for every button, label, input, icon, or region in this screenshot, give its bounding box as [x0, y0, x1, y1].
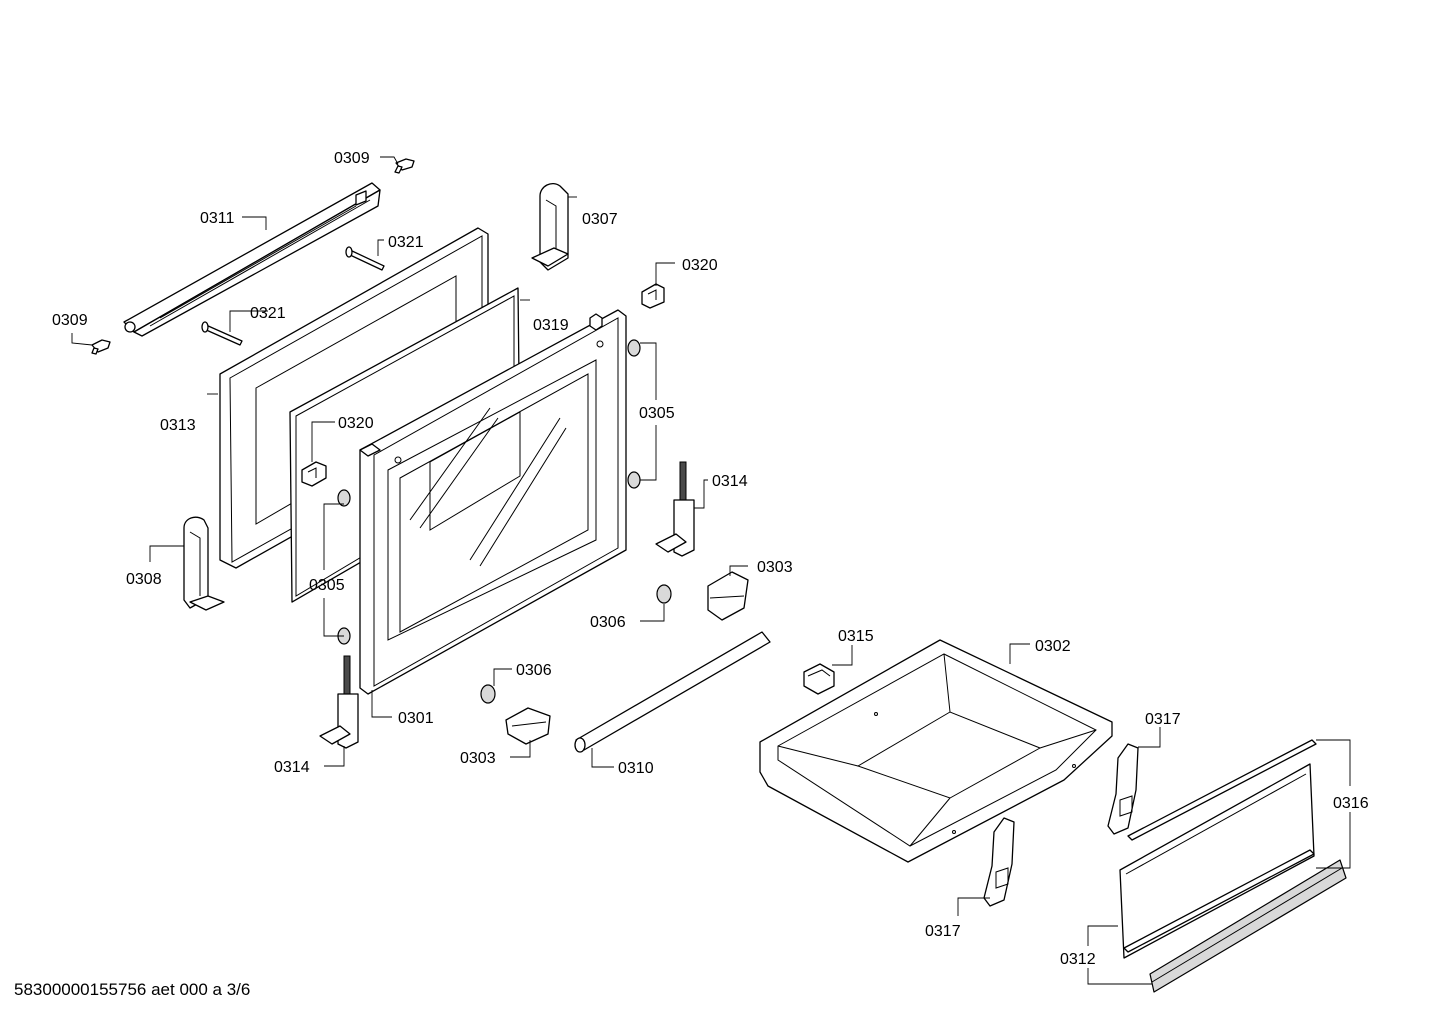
label-0317-right: 0317 — [1145, 711, 1181, 728]
part-0303-clip-right — [707, 571, 749, 621]
label-0307: 0307 — [582, 211, 618, 228]
label-0303-right: 0303 — [757, 559, 793, 576]
part-0316-panel — [1119, 763, 1315, 959]
label-0303-left: 0303 — [460, 750, 496, 767]
label-0306-right: 0306 — [590, 614, 626, 631]
part-0320-clip-lower — [301, 461, 327, 487]
document-id-footer: 58300000155756 aet 000 a 3/6 — [14, 980, 251, 999]
part-0316-strip — [1127, 739, 1317, 841]
part-0321-pin-upper — [345, 246, 385, 271]
part-0303-clip-left — [505, 707, 551, 745]
label-0301: 0301 — [398, 710, 434, 727]
part-0308-bracket — [183, 516, 225, 611]
label-0314-left: 0314 — [274, 759, 310, 776]
part-0315-clip — [803, 663, 835, 695]
label-0315: 0315 — [838, 628, 874, 645]
part-0307-hinge-bracket — [531, 182, 569, 271]
label-0309-left: 0309 — [52, 312, 88, 329]
label-0320-lower: 0320 — [338, 415, 374, 432]
part-0312-bottom-trim — [1149, 859, 1347, 993]
part-0314-hinge-right — [655, 461, 695, 557]
part-0301-outer-door — [359, 309, 627, 695]
part-0320-clip-upper — [641, 283, 665, 309]
label-0306-left: 0306 — [516, 662, 552, 679]
label-0312: 0312 — [1060, 951, 1096, 968]
part-0314-hinge-left — [319, 655, 359, 749]
label-0321-upper: 0321 — [388, 234, 424, 251]
label-0309-top: 0309 — [334, 150, 370, 167]
label-0310: 0310 — [618, 760, 654, 777]
part-0309-screw-top — [394, 158, 415, 174]
label-0302: 0302 — [1035, 638, 1071, 655]
part-0310-rod — [574, 631, 771, 753]
label-0305-left: 0305 — [309, 577, 345, 594]
label-0314-right: 0314 — [712, 473, 748, 490]
part-labels: 0309 0309 0311 0321 0321 0307 0320 0319 … — [52, 150, 1369, 968]
leader-lines — [71, 156, 1351, 985]
part-0312-strip — [1123, 849, 1315, 953]
part-0302-tray — [759, 639, 1113, 863]
label-0317-lower: 0317 — [925, 923, 961, 940]
label-0316: 0316 — [1333, 795, 1369, 812]
label-0320-upper: 0320 — [682, 257, 718, 274]
label-0311: 0311 — [200, 210, 235, 227]
part-0306-bushings — [480, 584, 672, 704]
part-0309-screw-left — [91, 339, 111, 355]
label-0308: 0308 — [126, 571, 162, 588]
label-0321-lower: 0321 — [250, 305, 286, 322]
label-0319: 0319 — [533, 317, 569, 334]
part-0321-pin-lower — [201, 321, 243, 346]
part-0317-bracket-lower — [983, 817, 1015, 907]
part-0311-top-rail — [123, 182, 381, 337]
part-0317-bracket-right — [1107, 743, 1139, 835]
label-0313: 0313 — [160, 417, 196, 434]
label-0305-right: 0305 — [639, 405, 675, 422]
